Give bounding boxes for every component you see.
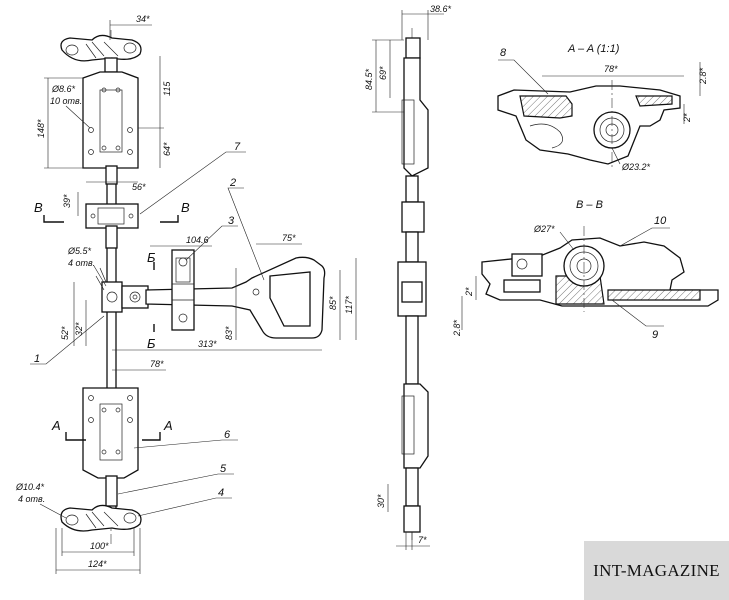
dim-height-32: 32* bbox=[74, 322, 84, 336]
watermark: INT-MAGAZINE bbox=[584, 541, 729, 600]
side-view: 38.6* 84.5* 69* 30* 7* bbox=[364, 4, 452, 550]
callout-9: 9 bbox=[652, 329, 658, 341]
dim-height-52: 52* bbox=[60, 326, 70, 340]
section-aa-dia: Ø23.2* bbox=[621, 162, 651, 172]
dim-hole5-dia: Ø5.5* bbox=[67, 246, 92, 256]
top-cam bbox=[60, 34, 142, 73]
callout-6: 6 bbox=[224, 429, 231, 441]
side-dim-7: 7* bbox=[418, 535, 427, 545]
top-bracket bbox=[82, 71, 139, 185]
handle-lever bbox=[145, 249, 326, 339]
dim-hole-count: 10 отв. bbox=[50, 96, 82, 106]
dim-hole-dia: Ø8.6* bbox=[51, 84, 76, 94]
section-bb-dim-2: 2* bbox=[464, 287, 474, 297]
dim-width-104: 104.6 bbox=[186, 235, 209, 245]
section-aa-title: A – A (1:1) bbox=[567, 43, 620, 55]
middle-guide bbox=[85, 203, 139, 249]
handle-hub bbox=[95, 267, 149, 313]
side-dim-69: 69* bbox=[378, 66, 388, 80]
side-dim-84: 84.5* bbox=[364, 68, 374, 90]
side-dim-top-width: 38.6* bbox=[430, 4, 452, 14]
dim-height-148: 148* bbox=[36, 119, 46, 138]
section-aa-dim-2: 2* bbox=[682, 113, 692, 123]
callout-4: 4 bbox=[218, 487, 224, 499]
front-view: B B Б Б A A 34* 148* Ø8.6* 10 отв. 115 6… bbox=[15, 14, 357, 574]
dim-width-78: 78* bbox=[150, 359, 164, 369]
section-bb-dia: Ø27* bbox=[533, 224, 555, 234]
dim-hole10-dia: Ø10.4* bbox=[15, 482, 45, 492]
callout-1: 1 bbox=[34, 353, 40, 365]
dim-width-124: 124* bbox=[88, 559, 107, 569]
dim-width-75: 75* bbox=[282, 233, 296, 243]
callout-2: 2 bbox=[229, 177, 236, 189]
section-bb-dim-28: 2.8* bbox=[452, 319, 462, 337]
section-aa-dim-78: 78* bbox=[604, 64, 618, 74]
section-mark-bb-bottom: Б bbox=[147, 336, 156, 351]
section-mark-b-left: B bbox=[34, 200, 43, 215]
dim-width-313: 313* bbox=[198, 339, 217, 349]
watermark-text: INT-MAGAZINE bbox=[593, 560, 720, 580]
section-mark-a-right: A bbox=[163, 418, 173, 433]
dim-height-83: 83* bbox=[224, 326, 234, 340]
dim-hole10-count: 4 отв. bbox=[18, 494, 45, 504]
bottom-cam bbox=[60, 504, 142, 532]
dim-height-85: 85* bbox=[328, 296, 338, 310]
section-mark-a-left: A bbox=[51, 418, 61, 433]
dim-width-56: 56* bbox=[132, 182, 146, 192]
dim-width-100: 100* bbox=[90, 541, 109, 551]
callout-3: 3 bbox=[228, 215, 235, 227]
callout-10: 10 bbox=[654, 215, 667, 227]
section-marks: B B Б Б A A bbox=[34, 200, 190, 441]
section-bb-title: B – B bbox=[576, 199, 603, 211]
side-dim-30: 30* bbox=[376, 494, 386, 508]
section-b-b: B – B Ø27* 2* 2.8* 10 9 bbox=[452, 199, 719, 341]
bottom-bracket bbox=[82, 387, 139, 507]
section-a-a: A – A (1:1) 78* 2.8* 2* Ø23.2* 8 bbox=[497, 43, 708, 172]
dim-height-64: 64* bbox=[162, 142, 172, 156]
callout-5: 5 bbox=[220, 463, 227, 475]
dim-height-115: 115 bbox=[162, 81, 172, 96]
callout-7: 7 bbox=[234, 141, 241, 153]
dim-height-117: 117* bbox=[344, 296, 354, 314]
front-callouts: 7 2 3 1 6 5 4 bbox=[30, 141, 265, 517]
front-dimensions: 34* 148* Ø8.6* 10 отв. 115 64* 56* 39* Ø… bbox=[15, 14, 357, 574]
section-mark-bb-top: Б bbox=[147, 250, 156, 265]
dim-top-width: 34* bbox=[136, 14, 150, 24]
dim-hole5-count: 4 отв. bbox=[68, 258, 95, 268]
section-mark-b-right: B bbox=[181, 200, 190, 215]
section-aa-dim-28: 2.8* bbox=[698, 67, 708, 85]
callout-8: 8 bbox=[500, 47, 507, 59]
dim-guide-39: 39* bbox=[62, 194, 72, 208]
